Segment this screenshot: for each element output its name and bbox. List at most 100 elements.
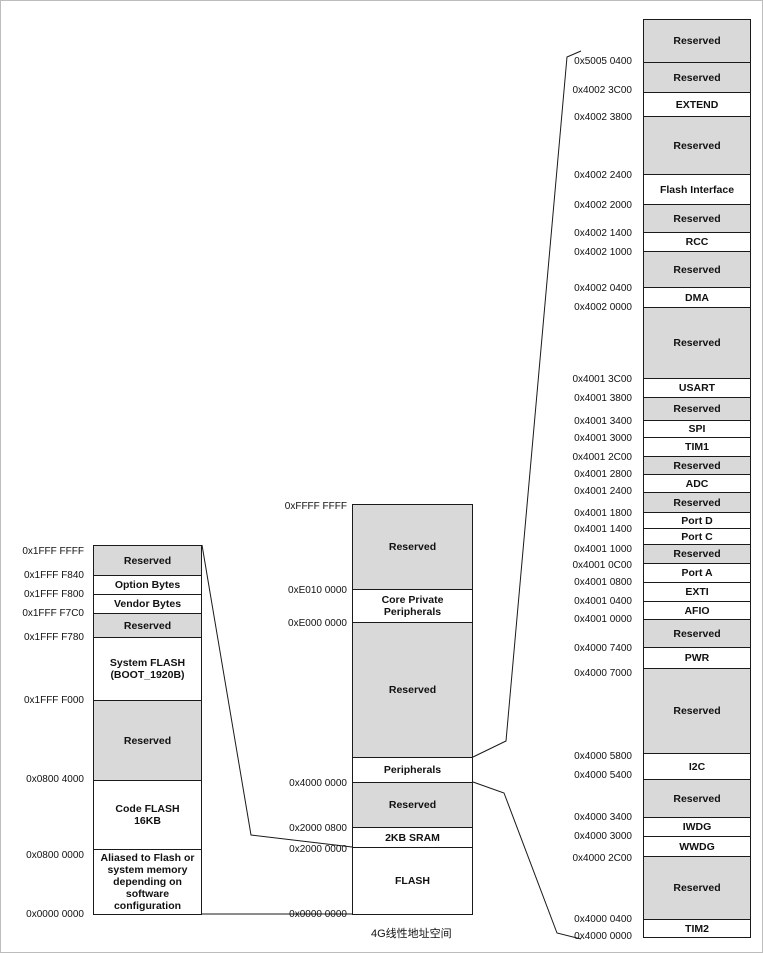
right-address-label: 0x4002 2400 xyxy=(574,170,632,181)
right-block-port-a: Port A xyxy=(643,563,751,583)
middle-block-peripherals: Peripherals xyxy=(352,757,473,783)
right-block-adc: ADC xyxy=(643,474,751,493)
right-block-reserved: Reserved xyxy=(643,116,751,175)
right-address-label: 0x4000 7000 xyxy=(574,668,632,679)
right-address-label: 0x4001 3800 xyxy=(574,393,632,404)
left-address-label: 0x0800 0000 xyxy=(26,850,84,861)
right-block-reserved: Reserved xyxy=(643,456,751,475)
right-address-label: 0x4002 0000 xyxy=(574,302,632,313)
right-block-reserved: Reserved xyxy=(643,779,751,818)
right-address-label: 0x4001 2800 xyxy=(574,469,632,480)
left-block-reserved: Reserved xyxy=(93,545,202,576)
right-block-wwdg: WWDG xyxy=(643,836,751,857)
left-block-vendor-bytes: Vendor Bytes xyxy=(93,594,202,614)
right-address-label: 0x4000 7400 xyxy=(574,643,632,654)
right-block-reserved: Reserved xyxy=(643,251,751,288)
middle-address-label: 0xE000 0000 xyxy=(288,618,347,629)
right-block-tim2: TIM2 xyxy=(643,919,751,938)
right-block-reserved: Reserved xyxy=(643,668,751,754)
right-block-reserved: Reserved xyxy=(643,619,751,648)
right-address-label: 0x4000 5400 xyxy=(574,770,632,781)
address-space-caption: 4G线性地址空间 xyxy=(371,928,452,940)
left-address-label: 0x0000 0000 xyxy=(26,909,84,920)
right-address-label: 0x4000 5800 xyxy=(574,751,632,762)
right-address-label: 0x4001 3400 xyxy=(574,416,632,427)
left-address-label: 0x1FFF F840 xyxy=(23,570,84,581)
right-address-label: 0x4000 3400 xyxy=(574,812,632,823)
right-address-label: 0x4001 2400 xyxy=(574,486,632,497)
right-address-label: 0x4002 3800 xyxy=(574,112,632,123)
left-block-reserved: Reserved xyxy=(93,613,202,638)
right-address-label: 0x4001 0400 xyxy=(574,596,632,607)
right-address-label: 0x4001 0000 xyxy=(574,614,632,625)
periph-bottom-connector xyxy=(472,781,582,940)
left-block-aliased-to-flash-or-system-memory-depending-on-software-configuration: Aliased to Flash or system memory depend… xyxy=(93,849,202,915)
periph-top-connector xyxy=(472,50,582,758)
right-address-label: 0x4001 3C00 xyxy=(572,374,633,385)
right-address-label: 0x4001 2C00 xyxy=(572,452,633,463)
right-block-reserved: Reserved xyxy=(643,492,751,513)
right-block-iwdg: IWDG xyxy=(643,817,751,837)
left-address-label: 0x1FFF F000 xyxy=(23,695,84,706)
right-address-label: 0x4002 0400 xyxy=(574,283,632,294)
right-block-reserved: Reserved xyxy=(643,204,751,233)
right-block-usart: USART xyxy=(643,378,751,398)
left-block-option-bytes: Option Bytes xyxy=(93,575,202,595)
right-block-reserved: Reserved xyxy=(643,307,751,379)
right-address-label: 0x4002 1000 xyxy=(574,247,632,258)
right-address-label: 0x4001 1800 xyxy=(574,508,632,519)
right-block-flash-interface: Flash Interface xyxy=(643,174,751,205)
right-block-port-d: Port D xyxy=(643,512,751,529)
middle-block-reserved: Reserved xyxy=(352,622,473,758)
right-address-label: 0x4000 0400 xyxy=(574,914,632,925)
right-block-reserved: Reserved xyxy=(643,397,751,421)
left-block-system-flash-boot-1920b: System FLASH (BOOT_1920B) xyxy=(93,637,202,701)
left-address-label: 0x1FFF F7C0 xyxy=(22,608,84,619)
right-block-reserved: Reserved xyxy=(643,19,751,63)
right-address-label: 0x4001 1400 xyxy=(574,524,632,535)
left-address-label: 0x0800 4000 xyxy=(26,774,84,785)
right-address-label: 0x4001 1000 xyxy=(574,544,632,555)
middle-address-label: 0xFFFF FFFF xyxy=(284,501,347,512)
middle-block-2kb-sram: 2KB SRAM xyxy=(352,827,473,848)
right-address-label: 0x5005 0400 xyxy=(574,56,632,67)
left-address-label: 0x1FFF F800 xyxy=(23,589,84,600)
right-block-tim1: TIM1 xyxy=(643,437,751,457)
right-block-reserved: Reserved xyxy=(643,544,751,564)
right-block-port-c: Port C xyxy=(643,528,751,545)
right-address-label: 0x4000 2C00 xyxy=(572,853,633,864)
middle-address-label: 0x2000 0800 xyxy=(289,823,347,834)
middle-block-reserved: Reserved xyxy=(352,782,473,828)
right-address-label: 0x4002 1400 xyxy=(574,228,632,239)
right-block-reserved: Reserved xyxy=(643,856,751,920)
middle-address-label: 0x0000 0000 xyxy=(289,909,347,920)
right-block-i2c: I2C xyxy=(643,753,751,780)
left-top-connector xyxy=(201,544,353,848)
right-block-reserved: Reserved xyxy=(643,62,751,93)
right-block-exti: EXTI xyxy=(643,582,751,602)
middle-block-reserved: Reserved xyxy=(352,504,473,590)
right-address-label: 0x4001 0C00 xyxy=(572,560,633,571)
left-block-reserved: Reserved xyxy=(93,700,202,781)
right-address-label: 0x4002 2000 xyxy=(574,200,632,211)
right-block-extend: EXTEND xyxy=(643,92,751,117)
middle-address-label: 0x2000 0000 xyxy=(289,844,347,855)
right-address-label: 0x4001 3000 xyxy=(574,433,632,444)
middle-block-flash: FLASH xyxy=(352,847,473,915)
right-block-dma: DMA xyxy=(643,287,751,308)
right-block-afio: AFIO xyxy=(643,601,751,620)
middle-block-core-private-peripherals: Core Private Peripherals xyxy=(352,589,473,623)
middle-address-label: 0x4000 0000 xyxy=(289,778,347,789)
right-address-label: 0x4001 0800 xyxy=(574,577,632,588)
left-address-label: 0x1FFF F780 xyxy=(23,632,84,643)
right-block-pwr: PWR xyxy=(643,647,751,669)
right-address-label: 0x4000 3000 xyxy=(574,831,632,842)
right-address-label: 0x4002 3C00 xyxy=(572,85,633,96)
right-block-rcc: RCC xyxy=(643,232,751,252)
middle-address-label: 0xE010 0000 xyxy=(288,585,347,596)
